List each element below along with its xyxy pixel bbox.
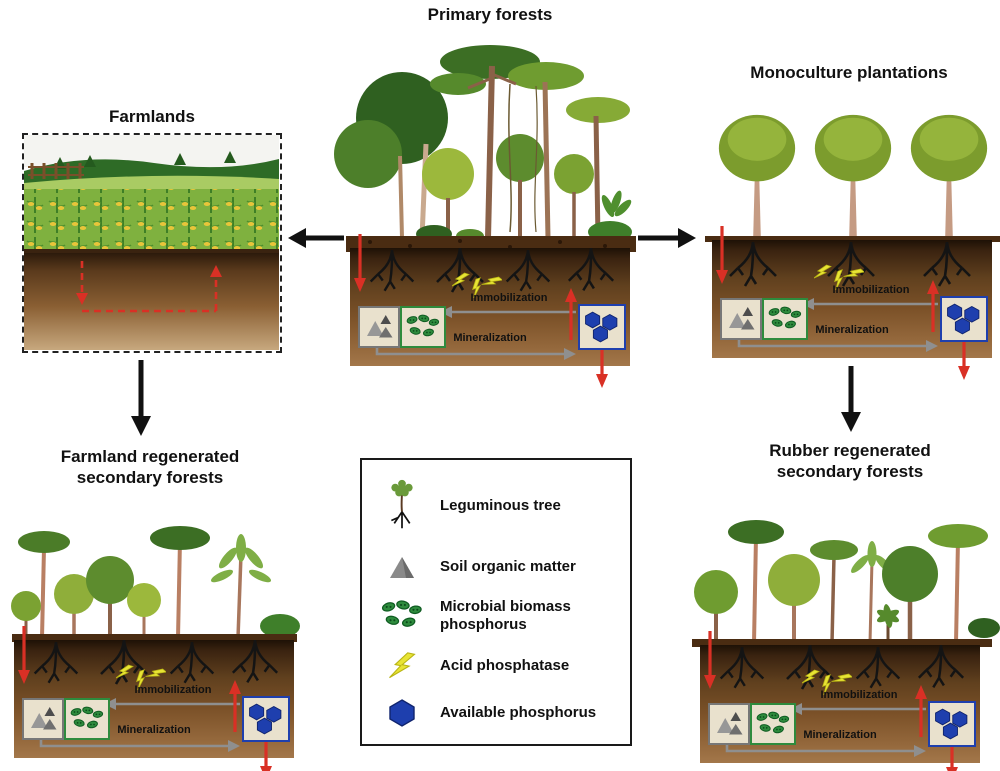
rubber-secondary-soil-block: Immobilization Mineralization [700, 631, 980, 771]
available-phosphorus-icon [376, 698, 428, 727]
legend-item-leguminous-tree: Leguminous tree [368, 477, 624, 535]
available-phosphorus-icon [578, 304, 626, 350]
soil-organic-matter-icon [708, 703, 750, 745]
farmland-secondary-soil-art [18, 626, 279, 771]
monoculture-soil-block: Immobilization Mineralization [712, 226, 992, 380]
legend-label: Soil organic matter [440, 557, 576, 575]
legend-box: Leguminous tree Soil organic matter Micr… [360, 458, 632, 746]
immobilization-label: Immobilization [470, 292, 548, 304]
farmland-illustration [24, 135, 279, 253]
available-phosphorus-icon [940, 296, 988, 342]
legend-label: Available phosphorus [440, 703, 597, 721]
immobilization-label: Immobilization [134, 684, 212, 696]
farmland-secondary-soil-block: Immobilization Mineralization [14, 626, 294, 771]
farmland-secondary-title-line2: secondary forests [76, 468, 224, 488]
farmland-secondary-forest-illustration [11, 526, 300, 642]
arrow-monoculture-to-rubber-secondary [841, 366, 861, 432]
farmland-secondary-title: Farmland regenerated secondary forests [15, 446, 285, 489]
legend-label: Acid phosphatase [440, 657, 570, 675]
primary-forest-illustration [334, 45, 636, 252]
rubber-secondary-title: Rubber regenerated secondary forests [710, 440, 990, 483]
soil-organic-matter-icon [22, 698, 64, 740]
legend-item-acid-phosphatase: Acid phosphatase [368, 652, 624, 680]
leguminous-tree-icon [376, 477, 428, 535]
farmlands-title: Farmlands [109, 107, 195, 126]
soil-organic-matter-icon [720, 298, 762, 340]
rubber-secondary-forest-illustration [692, 520, 1000, 647]
microbial-biomass-phosphorus-icon [400, 306, 446, 348]
legend-item-available-phosphorus: Available phosphorus [368, 698, 624, 727]
rubber-secondary-title-line1: Rubber regenerated [769, 441, 931, 460]
monoculture-soil-art [716, 226, 972, 380]
farmlands-panel [22, 133, 282, 353]
soil-organic-matter-icon [376, 554, 428, 580]
acid-phosphatase-icon [376, 652, 428, 680]
farmland-soil [24, 253, 279, 350]
mineralization-label: Mineralization [117, 724, 191, 736]
monoculture-plantations-title: Monoculture plantations [750, 63, 948, 82]
available-phosphorus-icon [242, 696, 290, 742]
legend-item-microbial-biomass-phosphorus: Microbial biomass phosphorus [368, 598, 624, 634]
microbial-biomass-phosphorus-icon [376, 599, 428, 632]
immobilization-label: Immobilization [820, 689, 898, 701]
legend-label: Leguminous tree [440, 497, 561, 515]
microbial-biomass-phosphorus-icon [762, 298, 808, 340]
rubber-secondary-title-line2: secondary forests [776, 462, 924, 482]
immobilization-label: Immobilization [832, 284, 910, 296]
mineralization-label: Mineralization [453, 332, 527, 344]
farmland-secondary-title-line1: Farmland regenerated [60, 447, 240, 466]
monoculture-plantation-illustration [705, 113, 1000, 242]
farm-soil-cycle-arrows [76, 261, 222, 313]
arrow-farmlands-to-secondary [131, 360, 151, 436]
legend-item-soil-organic-matter: Soil organic matter [368, 554, 624, 580]
legend-label: Microbial biomass phosphorus [440, 597, 571, 633]
primary-forests-title: Primary forests [427, 5, 553, 24]
available-phosphorus-icon [928, 701, 976, 747]
arrow-primary-to-monoculture [638, 228, 696, 248]
mineralization-label: Mineralization [803, 729, 877, 741]
primary-soil-block: Immobilization Mineralization [350, 234, 630, 388]
soil-organic-matter-icon [358, 306, 400, 348]
mineralization-label: Mineralization [815, 324, 889, 336]
arrow-primary-to-farmlands [288, 228, 344, 248]
microbial-biomass-phosphorus-icon [750, 703, 796, 745]
microbial-biomass-phosphorus-icon [64, 698, 110, 740]
